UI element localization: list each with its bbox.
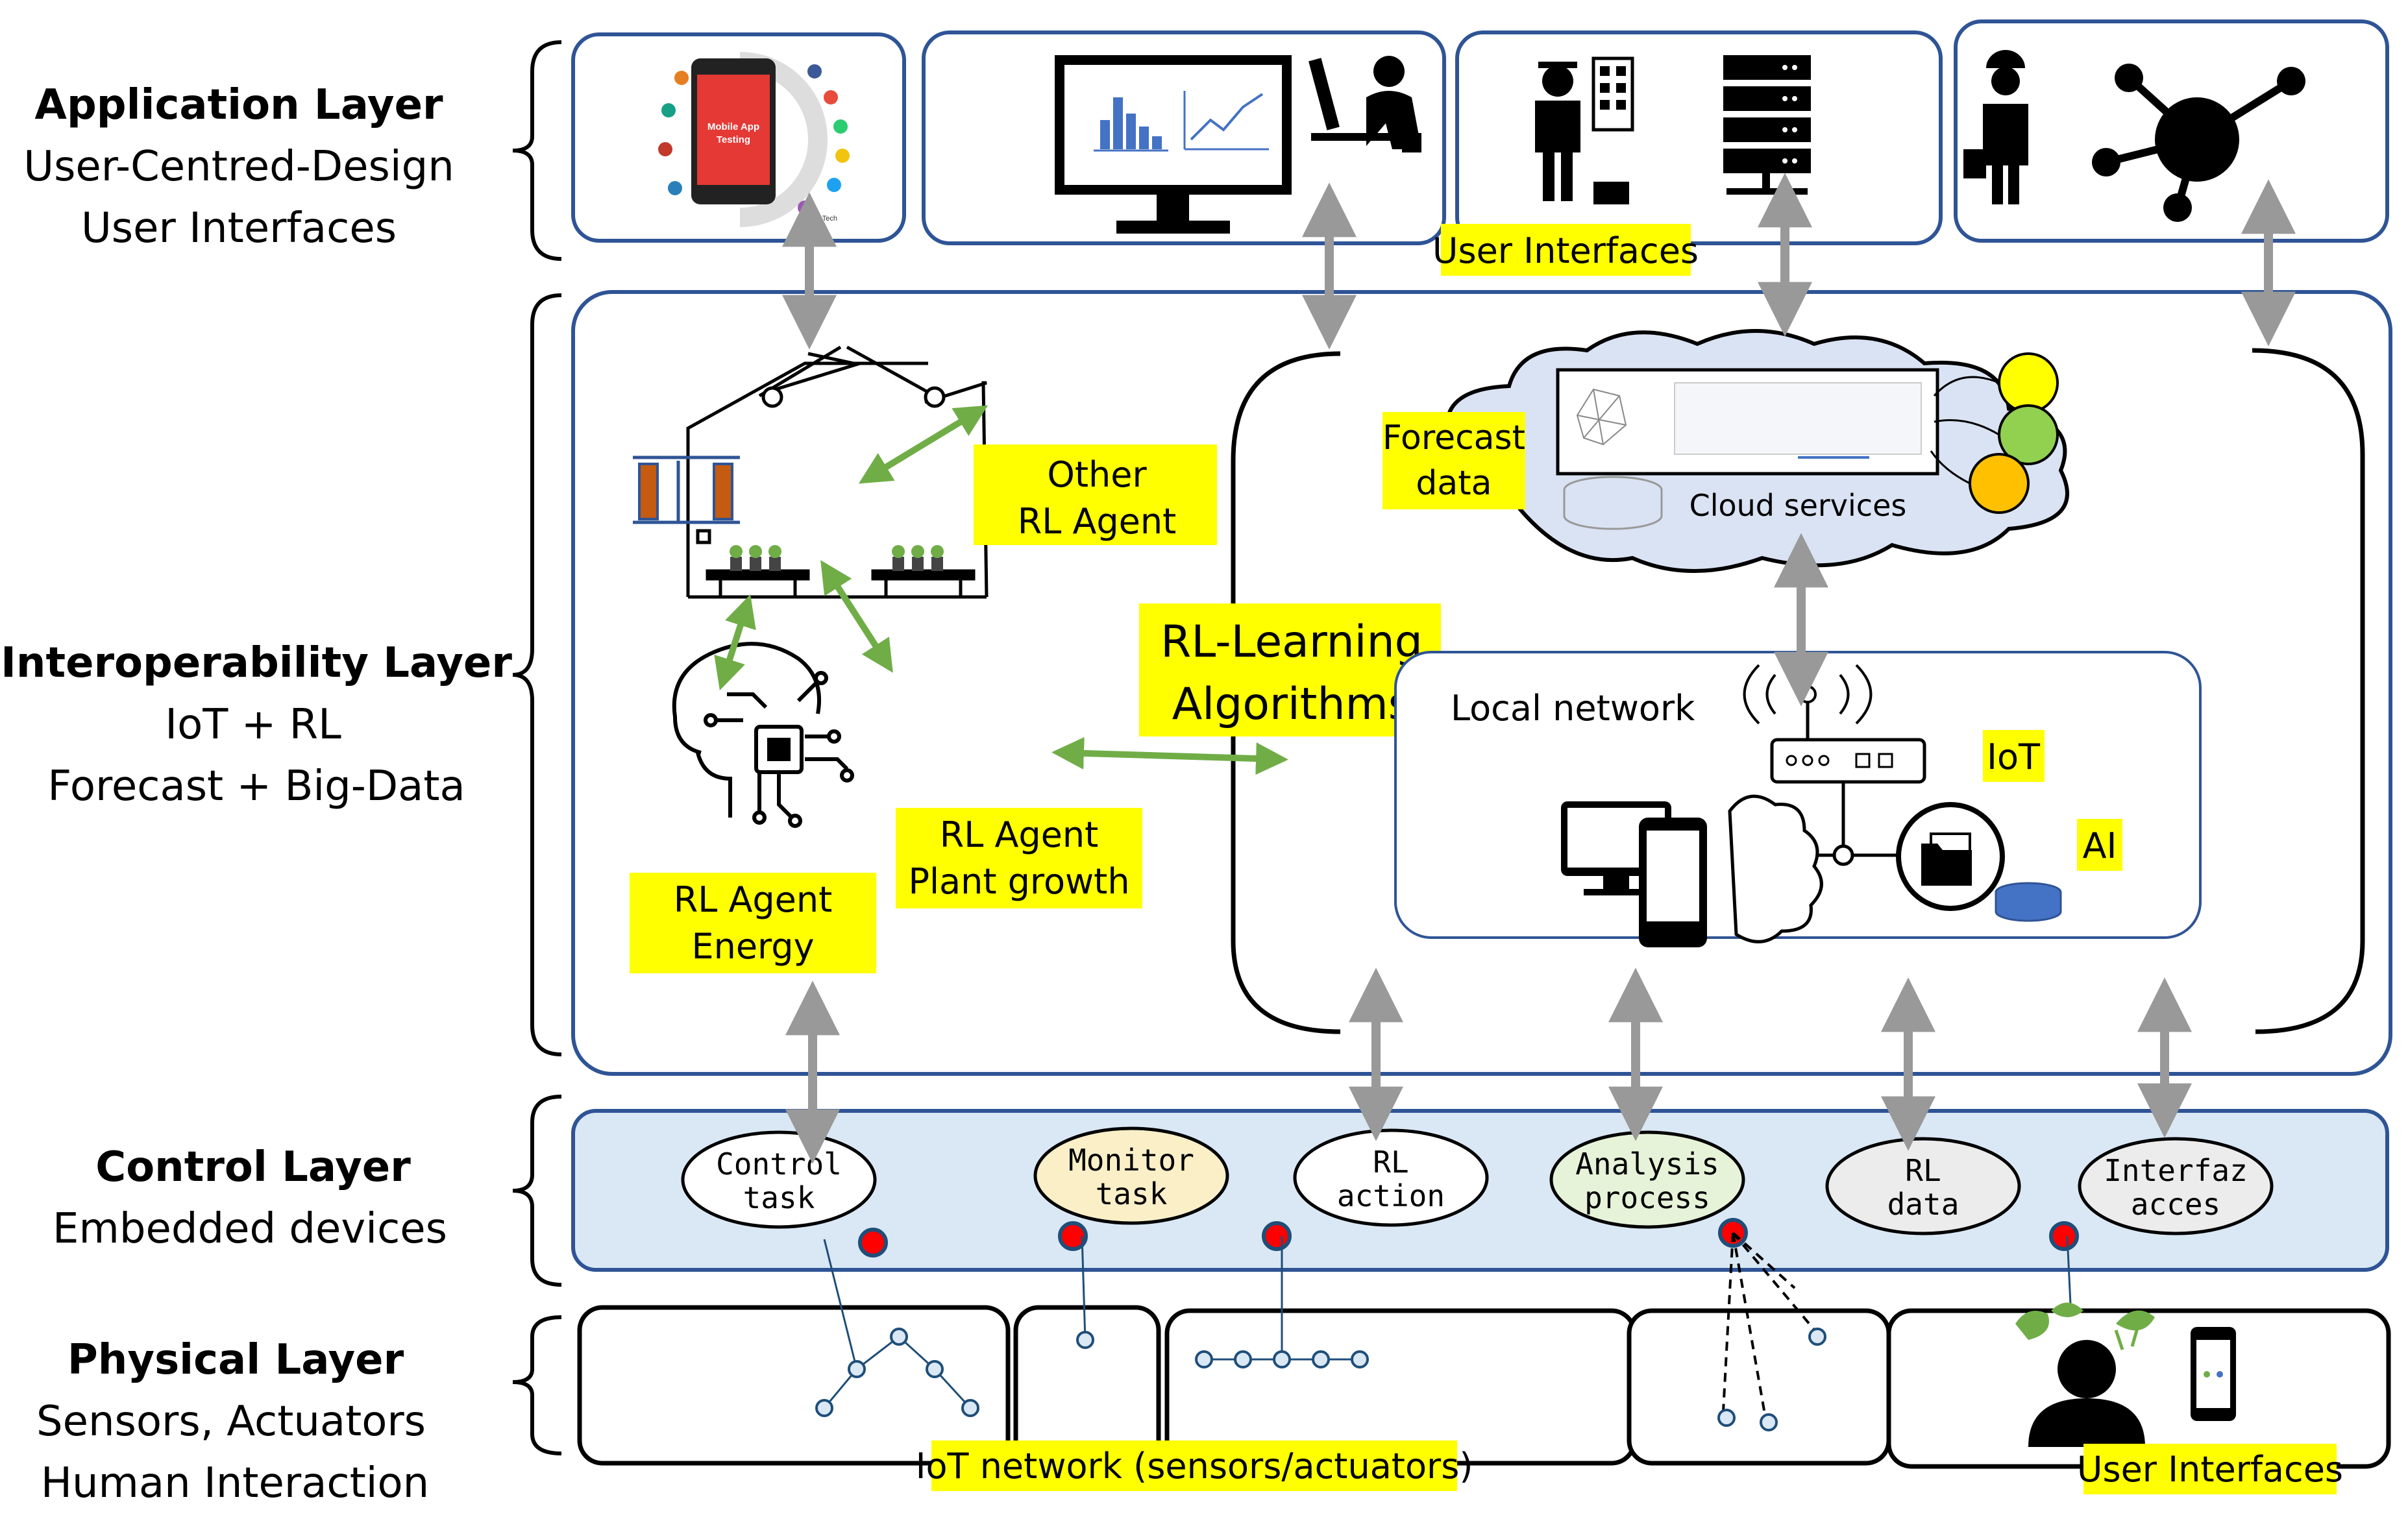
cloud-services: Cloud services [1445,329,2069,573]
svg-text:data: data [1416,464,1492,503]
farmer-user-icon [2015,1302,2155,1447]
svg-text:Plant growth: Plant growth [908,861,1129,902]
task-label: Analysis [1575,1147,1719,1182]
layer-title: Control Layer [95,1143,411,1191]
user-interfaces-tag-bottom: User Interfaces [2077,1444,2343,1494]
smartphone-icon [2191,1327,2236,1421]
devices-icon [1561,794,1823,947]
task-label: Interfaz [2104,1153,2248,1188]
layer-title: Application Layer [34,81,443,129]
phone-badge: QA InfoTech [798,215,837,223]
network-node [1832,844,1854,866]
physical-panels [577,1305,2391,1469]
task-label: process [1584,1180,1710,1215]
svg-text:IoT: IoT [1987,736,2041,777]
layer-control-label: Control Layer Embedded devices [53,1143,447,1253]
task-label: task [1096,1176,1168,1211]
svg-text:Energy: Energy [691,926,814,967]
svg-text:Forecast: Forecast [1382,419,1525,457]
layer-subtitle: Forecast + Big-Data [47,762,465,810]
svg-text:User Interfaces: User Interfaces [2077,1449,2343,1490]
iot-network-tag: IoT network (sensors/actuators) [916,1440,1473,1491]
layer-braces [512,40,562,1455]
task-label: Monitor [1068,1143,1194,1178]
monitor-dashboard-icon [1055,55,1421,234]
task-label: Control [716,1147,842,1182]
device-dot [1262,1221,1292,1251]
svg-text:AI: AI [2083,825,2117,866]
task-label: RL [1373,1145,1408,1180]
task-label: action [1337,1178,1445,1213]
router-icon [1743,664,1926,784]
forecast-data-tag: Forecast data [1382,412,1525,509]
task-label: RL [1905,1153,1941,1188]
sensor-nodes [815,1328,1826,1431]
ai-tag: AI [2077,819,2122,871]
layer-subtitle: User-Centred-Design [23,143,454,191]
task-label: task [743,1180,815,1215]
ai-brain-icon [672,642,854,828]
plant-icons [730,545,944,571]
mobile-app-icon: Mobile App Testing QA InfoTech [658,52,850,227]
layer-physical-label: Physical Layer Sensors, Actuators Human … [36,1336,429,1507]
green-arrows [714,405,1288,775]
other-rl-agent-tag: Other RL Agent [974,444,1217,545]
phone-screen-text: Mobile App [707,121,759,132]
rl-learning-tag: RL-Learning Algorithms [1139,603,1441,736]
svg-text:RL Agent: RL Agent [1018,501,1177,542]
layer-subtitle: Sensors, Actuators [36,1398,426,1446]
svg-text:IoT network (sensors/actuators: IoT network (sensors/actuators) [916,1446,1473,1487]
svg-text:RL Agent: RL Agent [674,879,833,920]
device-dot [2049,1221,2079,1251]
svg-text:RL Agent: RL Agent [940,814,1099,855]
layer-application-label: Application Layer User-Centred-Design Us… [23,81,454,252]
task-ellipse [2078,1137,2274,1235]
layer-subtitle: Embedded devices [53,1205,447,1253]
grey-arrows [782,173,2296,1164]
rl-core-bracket [1231,348,2365,1034]
layer-subtitle: IoT + RL [165,701,341,749]
svg-text:Algorithms: Algorithms [1172,679,1411,730]
task-ellipse [1033,1126,1229,1225]
svg-text:Other: Other [1047,454,1147,495]
svg-text:User Interfaces: User Interfaces [1432,230,1699,271]
device-dot [858,1228,888,1258]
layer-title: Physical Layer [68,1336,404,1384]
user-interfaces-tag-top: User Interfaces [1432,224,1699,276]
svg-text:RL-Learning: RL-Learning [1161,616,1423,668]
layer-subtitle: Human Interaction [41,1459,429,1507]
rl-agent-plant-tag: RL Agent Plant growth [896,808,1142,908]
ai-folder-icon [1896,802,2062,922]
device-dot [1058,1221,1088,1251]
layer-subtitle: User Interfaces [81,204,397,252]
layer-title: Interoperability Layer [1,639,512,687]
phone-screen-text: Testing [717,134,750,145]
layer-interoperability-label: Interoperability Layer IoT + RL Forecast… [1,639,512,810]
rl-agent-energy-tag: RL Agent Energy [630,873,876,973]
task-label: acces [2131,1187,2220,1222]
engineer-network-icon [1963,50,2305,222]
task-label: data [1887,1187,1960,1222]
cloud-services-label: Cloud services [1689,488,1907,523]
local-network-label: Local network [1451,688,1695,729]
iot-tag: IoT [1983,730,2045,782]
application-panels [571,19,2389,245]
